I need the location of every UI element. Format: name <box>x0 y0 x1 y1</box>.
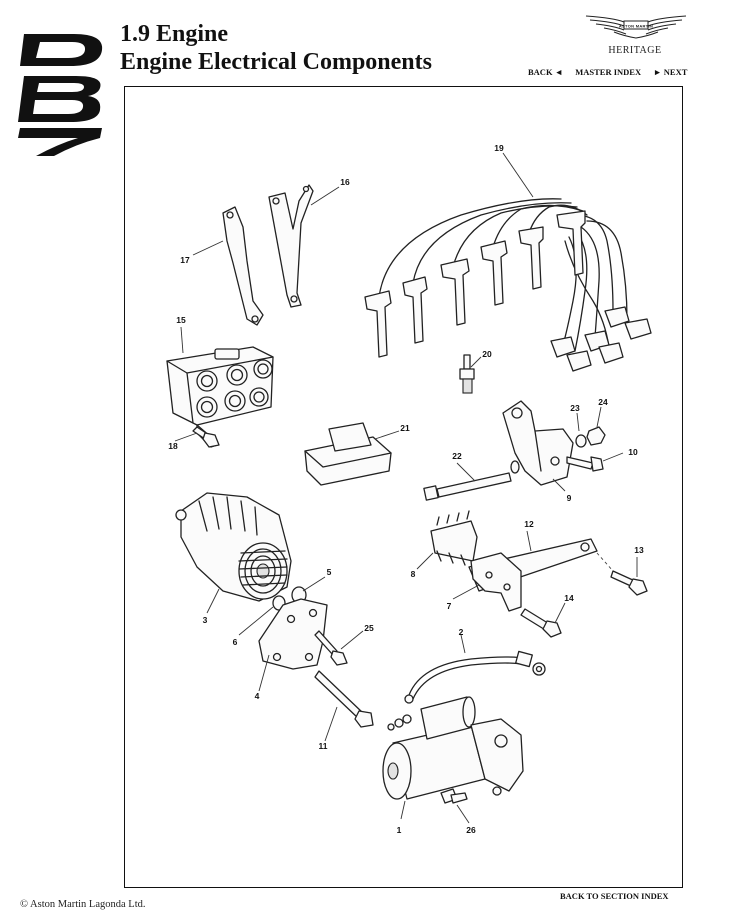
bracket-7-part <box>470 552 522 612</box>
alternator-part <box>175 492 292 602</box>
ignition-coil-part <box>166 346 274 448</box>
callout-6: 6 <box>233 637 238 647</box>
callout-labels: 1 2 3 4 5 6 7 8 9 10 11 12 13 14 15 16 1… <box>168 143 644 835</box>
callout-21: 21 <box>400 423 410 433</box>
aston-martin-wings-icon: ASTON MARTIN <box>585 15 687 39</box>
callout-7: 7 <box>447 601 452 611</box>
ht-lead-set-part <box>378 198 628 352</box>
callout-18: 18 <box>168 441 178 451</box>
next-link[interactable]: ► NEXT <box>653 67 688 77</box>
brand-tagline: HERITAGE <box>608 45 662 56</box>
callout-8: 8 <box>411 569 416 579</box>
callout-14: 14 <box>564 593 574 603</box>
copyright-notice: © Aston Martin Lagonda Ltd. <box>20 899 146 910</box>
plug-caps-part <box>364 210 586 358</box>
master-index-link[interactable]: MASTER INDEX <box>575 67 642 77</box>
diagram-frame: 1 2 3 4 5 6 7 8 9 10 11 12 13 14 15 16 1… <box>124 86 683 888</box>
callout-10: 10 <box>628 447 638 457</box>
starter-cable-part <box>404 650 546 704</box>
callout-1: 1 <box>397 825 402 835</box>
bracket-16-part <box>268 184 314 308</box>
callout-12: 12 <box>524 519 534 529</box>
callout-22: 22 <box>452 451 462 461</box>
long-bolt-22-part <box>423 460 520 501</box>
callout-9: 9 <box>567 493 572 503</box>
assembly-guide-line <box>596 552 614 572</box>
callout-16: 16 <box>340 177 350 187</box>
nav-bar: BACK ◄ MASTER INDEX ► NEXT <box>528 67 687 77</box>
callout-17: 17 <box>180 255 190 265</box>
nut-24-part <box>586 426 606 446</box>
callout-25: 25 <box>364 623 374 633</box>
callout-4: 4 <box>255 691 260 701</box>
callout-3: 3 <box>203 615 208 625</box>
back-to-section-index-link[interactable]: BACK TO SECTION INDEX <box>560 891 669 901</box>
bolt-13-part <box>610 570 648 596</box>
leader-lines <box>174 152 638 824</box>
callout-24: 24 <box>598 397 608 407</box>
washer-23-part <box>575 434 587 448</box>
coil-boots-part <box>550 306 652 372</box>
callout-2: 2 <box>459 627 464 637</box>
callout-11: 11 <box>319 741 328 751</box>
callout-13: 13 <box>634 545 644 555</box>
long-bolt-11-part <box>314 670 374 728</box>
callout-15: 15 <box>176 315 186 325</box>
bolt-18-part <box>192 426 220 448</box>
page-title: 1.9 Engine <box>120 21 229 47</box>
svg-text:ASTON MARTIN: ASTON MARTIN <box>619 24 653 29</box>
callout-23: 23 <box>570 403 580 413</box>
alternator-bracket-part <box>502 400 574 486</box>
bolt-10-part <box>566 456 604 472</box>
db7-logo-icon <box>18 34 103 156</box>
terminal-block-part <box>430 510 478 566</box>
page-subtitle: Engine Electrical Components <box>120 49 432 75</box>
starter-motor-part <box>382 696 524 800</box>
bolt-26-part <box>440 788 468 804</box>
spark-plug-part <box>459 354 475 394</box>
callout-19: 19 <box>494 143 504 153</box>
back-link[interactable]: BACK ◄ <box>528 67 564 77</box>
exploded-parts-diagram: 1 2 3 4 5 6 7 8 9 10 11 12 13 14 15 16 1… <box>166 143 652 835</box>
callout-20: 20 <box>482 349 492 359</box>
bolt-25-part <box>314 630 348 666</box>
module-cover-part <box>304 422 392 486</box>
callout-26: 26 <box>466 825 476 835</box>
bracket-17-part <box>222 206 264 326</box>
callout-5: 5 <box>327 567 332 577</box>
